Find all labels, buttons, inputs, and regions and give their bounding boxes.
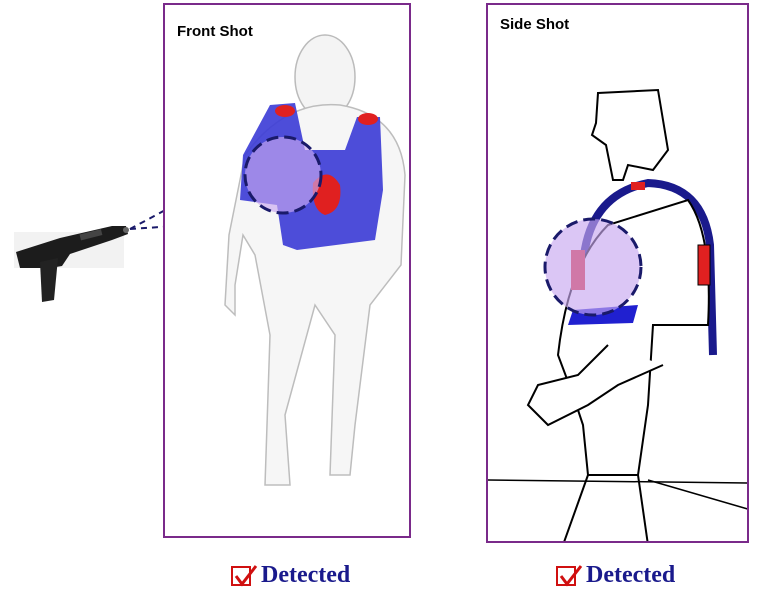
front-detected-status: Detected [231,562,350,589]
shoulder-top-sensor [631,182,645,190]
hit-zone-circle-side [545,219,641,315]
shoulder-sensor-left [275,105,295,117]
hit-zone-circle [245,137,321,213]
front-shot-panel: Front Shot [163,3,411,538]
checkbox-checked-icon [231,566,251,586]
side-shot-title: Side Shot [500,16,569,33]
front-detected-label: Detected [261,562,350,589]
side-detected-label: Detected [586,562,675,589]
side-shot-panel: Side Shot [486,3,749,543]
checkbox-checked-icon [556,566,576,586]
side-detected-status: Detected [556,562,675,589]
front-shot-title: Front Shot [177,23,253,40]
front-figure [165,5,411,538]
side-head [592,90,668,180]
back-sensor [698,245,710,285]
shoulder-sensor-right [358,113,378,125]
laser-gun-icon [14,226,129,302]
side-figure [488,5,749,543]
